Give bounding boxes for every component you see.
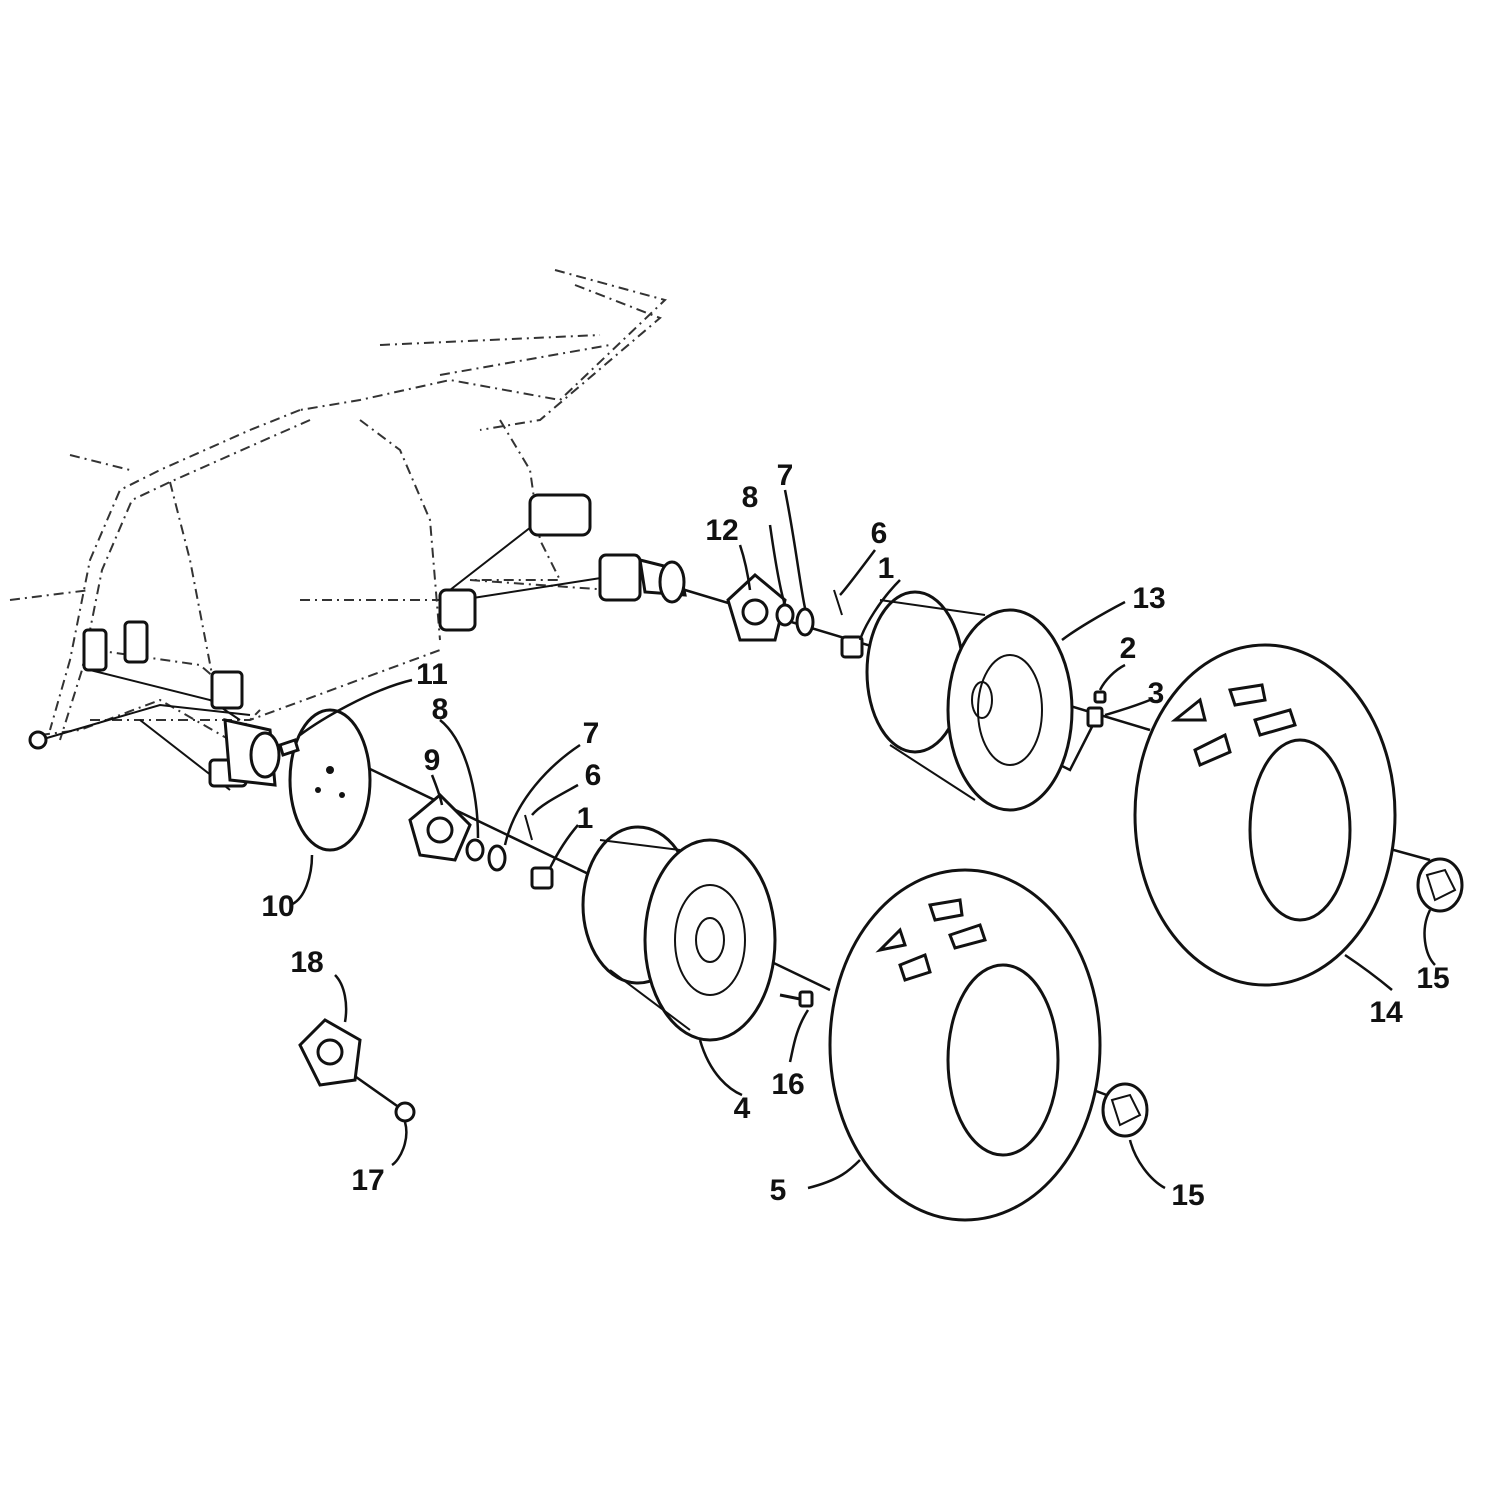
callout-5: 5	[770, 1174, 787, 1207]
brake-disc	[288, 708, 372, 852]
rear-bearing	[775, 603, 795, 627]
callout-7-rear: 7	[777, 459, 794, 492]
rear-cotter-pin	[833, 589, 843, 616]
rear-washer	[795, 607, 815, 637]
front-tire	[828, 868, 1102, 1222]
callout-17: 17	[351, 1164, 384, 1197]
callout-15-front: 15	[1171, 1179, 1204, 1212]
front-nut	[530, 866, 554, 890]
callout-3: 3	[1148, 677, 1165, 710]
rear-hub-cap	[1416, 857, 1464, 913]
callout-14: 14	[1369, 996, 1403, 1029]
callout-18: 18	[290, 946, 323, 979]
callout-4: 4	[734, 1092, 751, 1125]
callout-8-rear: 8	[742, 481, 759, 514]
front-rim	[581, 825, 777, 1042]
valve-stem	[1086, 690, 1107, 728]
callout-12: 12	[705, 514, 738, 547]
spare-hub	[298, 1018, 362, 1087]
callout-9: 9	[424, 744, 441, 777]
callout-8-front: 8	[432, 693, 449, 726]
front-hub	[408, 792, 472, 862]
callout-15-rear: 15	[1416, 962, 1449, 995]
rear-tire	[1133, 643, 1397, 987]
callout-labels: 1 1 2 3 4 5 6 6 7 7 8 8 9 10 11 12 13 14…	[261, 459, 1449, 1212]
callout-1-rear: 1	[878, 552, 895, 585]
front-hub-cap	[1101, 1082, 1149, 1138]
suspension-arms	[28, 493, 687, 791]
leader-lines	[289, 489, 1436, 1190]
callout-13: 13	[1132, 582, 1165, 615]
front-washer	[487, 844, 507, 872]
callout-6-front: 6	[585, 759, 602, 792]
disc-screw	[278, 738, 300, 757]
rim-bolt	[779, 990, 814, 1008]
callout-7-front: 7	[583, 717, 600, 750]
lug-nut	[394, 1101, 416, 1123]
callout-10: 10	[261, 890, 294, 923]
callout-6-rear: 6	[871, 517, 888, 550]
rear-hub	[726, 573, 787, 642]
rear-rim	[865, 590, 1074, 812]
rear-nut	[840, 635, 864, 659]
front-bearing	[465, 838, 485, 862]
callout-16: 16	[771, 1068, 804, 1101]
callout-2: 2	[1120, 632, 1137, 665]
front-cotter-pin	[524, 814, 533, 841]
callout-1-front: 1	[577, 802, 594, 835]
callout-11: 11	[416, 658, 448, 691]
